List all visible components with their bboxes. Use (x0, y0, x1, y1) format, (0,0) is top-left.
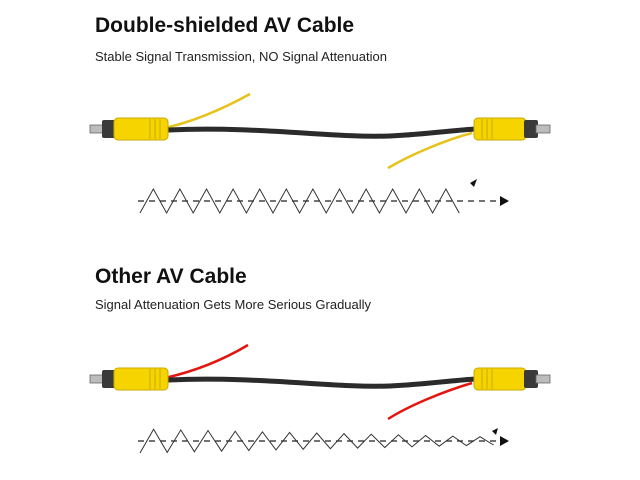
shield-wire (387, 381, 473, 421)
shield-wire (164, 343, 249, 380)
section-subtitle: Signal Attenuation Gets More Serious Gra… (95, 297, 372, 312)
arrow-up-right-icon (470, 179, 477, 187)
signal-wave-attenuating (139, 428, 494, 454)
cable-body (165, 126, 479, 139)
cable-illustration-double-shielded (89, 92, 551, 215)
shield-wire (164, 92, 251, 130)
shield-wire (387, 131, 473, 170)
cable-body (165, 376, 479, 389)
arrow-right-icon (500, 436, 509, 446)
signal-wave (139, 187, 460, 215)
rca-connector-left (89, 367, 169, 391)
rca-connector-right (473, 367, 551, 391)
section-subtitle: Stable Signal Transmission, NO Signal At… (95, 49, 387, 64)
section-title: Double-shielded AV Cable (95, 14, 355, 37)
cable-illustration-other (89, 343, 551, 454)
rca-connector-right (473, 117, 551, 141)
arrow-right-icon (500, 196, 509, 206)
rca-connector-left (89, 117, 169, 141)
section-title: Other AV Cable (95, 265, 247, 288)
arrow-up-right-icon (492, 428, 498, 435)
